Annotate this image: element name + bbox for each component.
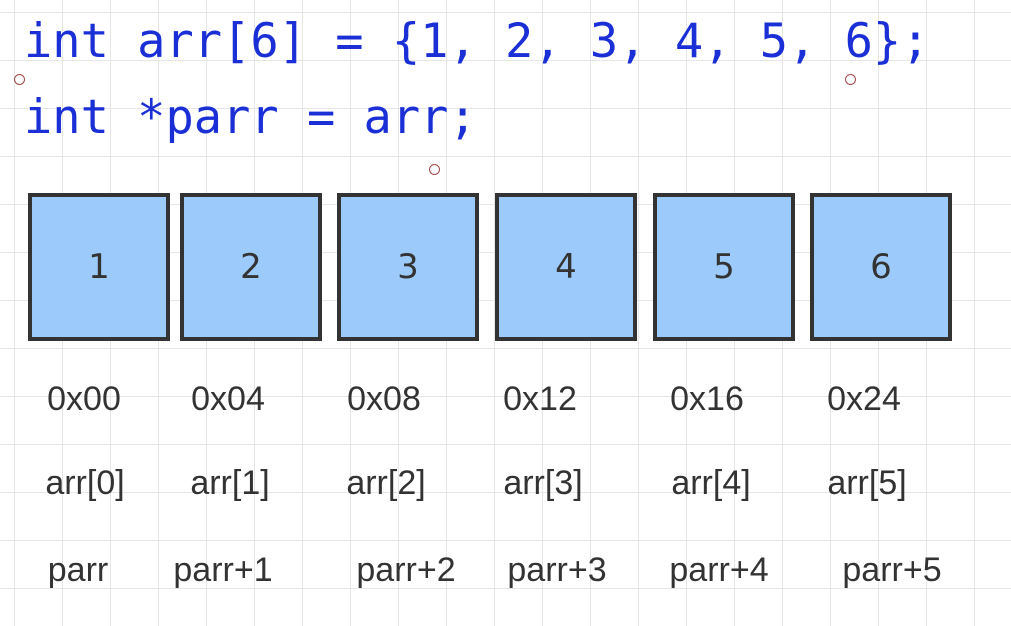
address-label: 0x00	[47, 380, 121, 418]
address-label: 0x16	[670, 380, 744, 418]
pointer-label: parr+4	[669, 551, 769, 589]
cell-value: 4	[555, 247, 577, 287]
pointer-label: parr	[47, 551, 109, 589]
selection-handle[interactable]	[14, 74, 25, 85]
array-cell: 2	[180, 193, 322, 341]
selection-handle[interactable]	[429, 164, 440, 175]
cell-value: 6	[870, 247, 892, 287]
address-label: 0x08	[347, 380, 421, 418]
code-line-pointer-declaration: int *parr = arr;	[24, 90, 477, 145]
cell-value: 1	[88, 247, 110, 287]
element-label: arr[5]	[827, 464, 907, 502]
element-label: arr[1]	[190, 464, 270, 502]
element-label: arr[4]	[671, 464, 751, 502]
cell-value: 2	[240, 247, 262, 287]
cell-value: 3	[397, 247, 419, 287]
pointer-label: parr+2	[356, 551, 456, 589]
array-cell: 3	[337, 193, 479, 341]
array-cell: 1	[28, 193, 170, 341]
array-cell: 6	[810, 193, 952, 341]
array-cell: 5	[653, 193, 795, 341]
pointer-label: parr+5	[842, 551, 942, 589]
pointer-label: parr+1	[173, 551, 273, 589]
address-label: 0x04	[191, 380, 265, 418]
selection-handle[interactable]	[845, 74, 856, 85]
address-label: 0x24	[827, 380, 901, 418]
address-label: 0x12	[503, 380, 577, 418]
element-label: arr[3]	[503, 464, 583, 502]
cell-value: 5	[713, 247, 735, 287]
element-label: arr[0]	[45, 464, 125, 502]
element-label: arr[2]	[346, 464, 426, 502]
array-cell: 4	[495, 193, 637, 341]
code-line-array-declaration: int arr[6] = {1, 2, 3, 4, 5, 6};	[24, 14, 930, 69]
pointer-label: parr+3	[507, 551, 607, 589]
